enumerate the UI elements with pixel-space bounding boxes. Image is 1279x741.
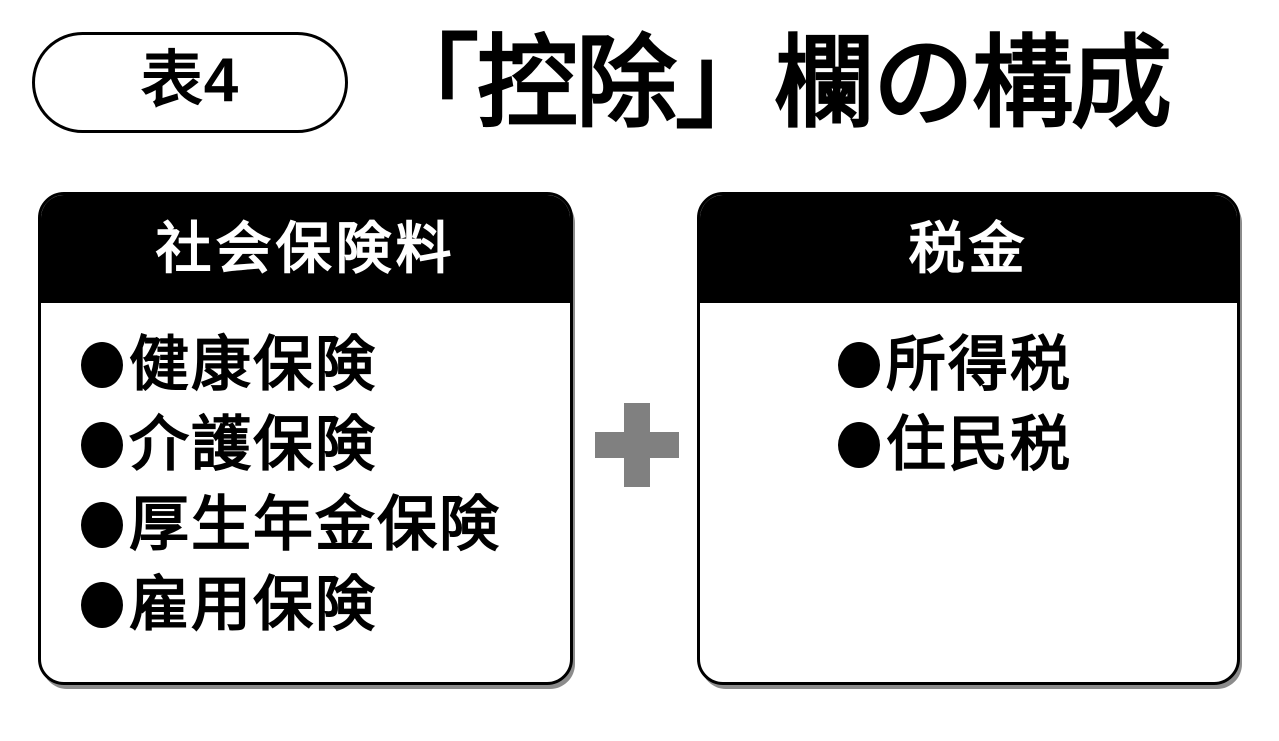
bullet-icon <box>81 422 123 468</box>
list-item-label: 健康保険 <box>129 331 377 398</box>
table-number-badge: 表4 <box>32 32 348 133</box>
bullet-icon <box>81 502 123 548</box>
plus-vertical-bar <box>624 403 650 487</box>
list-item-label: 介護保険 <box>129 411 377 478</box>
figure-title: 「控除」欄の構成 <box>378 27 1172 140</box>
list-item: 住民税 <box>838 405 1237 485</box>
list-item: 雇用保険 <box>81 565 570 645</box>
social-insurance-box-header: 社会保険料 <box>41 195 570 303</box>
table-number-label: 表4 <box>140 45 240 115</box>
list-item-label: 厚生年金保険 <box>129 491 501 558</box>
list-item-label: 所得税 <box>886 331 1072 398</box>
bullet-icon <box>838 422 880 468</box>
tax-list: 所得税 住民税 <box>700 303 1237 485</box>
tax-box: 税金 所得税 住民税 <box>697 192 1240 685</box>
list-item: 健康保険 <box>81 325 570 405</box>
plus-icon <box>595 403 679 487</box>
bullet-icon <box>81 582 123 628</box>
list-item: 厚生年金保険 <box>81 485 570 565</box>
tax-box-header: 税金 <box>700 195 1237 303</box>
bullet-icon <box>81 342 123 388</box>
list-item: 介護保険 <box>81 405 570 485</box>
social-insurance-list: 健康保険 介護保険 厚生年金保険 雇用保険 <box>41 303 570 645</box>
social-insurance-box: 社会保険料 健康保険 介護保険 厚生年金保険 雇用保険 <box>38 192 573 685</box>
list-item-label: 住民税 <box>886 411 1072 478</box>
list-item: 所得税 <box>838 325 1237 405</box>
bullet-icon <box>838 342 880 388</box>
list-item-label: 雇用保険 <box>129 571 377 638</box>
